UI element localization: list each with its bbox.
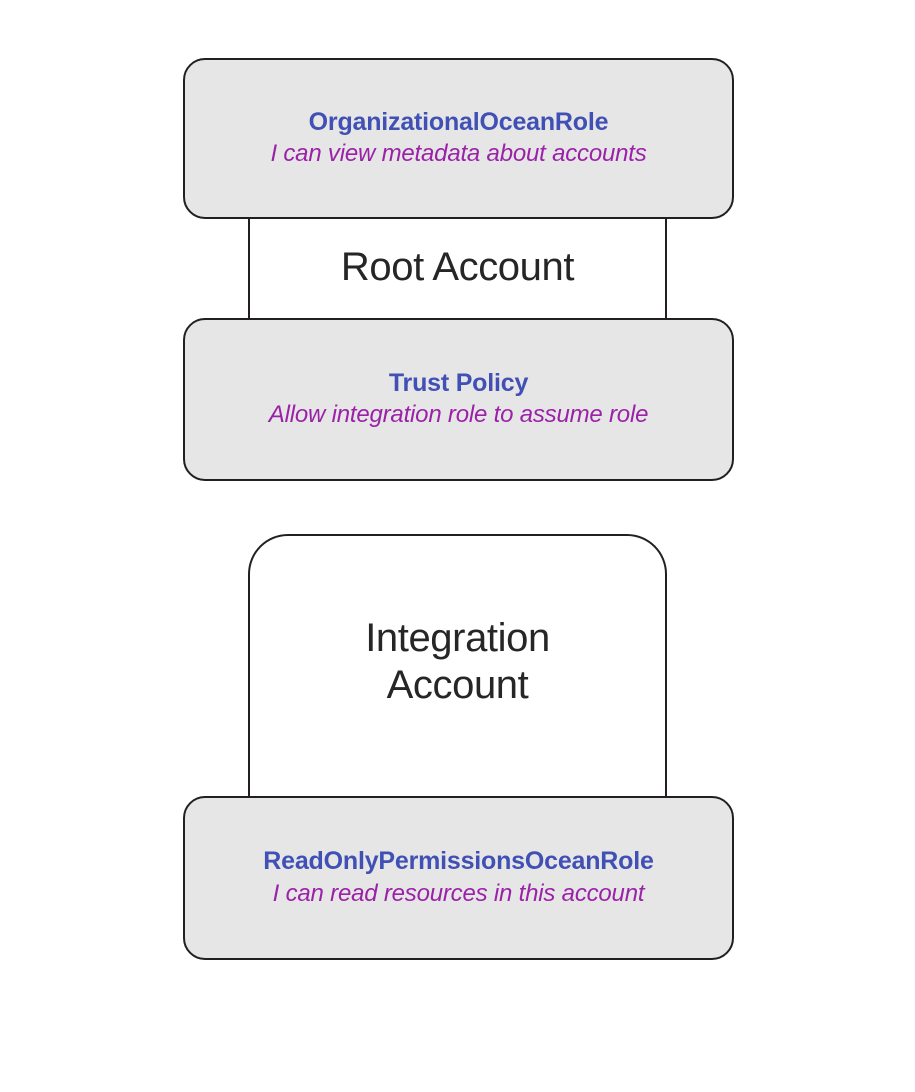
card-title: OrganizationalOceanRole [308,107,609,136]
card-title: Trust Policy [388,368,529,397]
card-subtitle: I can view metadata about accounts [270,140,647,168]
card-readonly-permissions-ocean-role[interactable]: ReadOnlyPermissionsOceanRole I can read … [183,796,734,960]
card-subtitle: Allow integration role to assume role [268,401,649,429]
card-trust-policy[interactable]: Trust Policy Allow integration role to a… [183,318,734,481]
account-container-root: Root Account [248,216,667,320]
card-title: ReadOnlyPermissionsOceanRole [263,847,654,876]
account-label-root: Root Account [340,245,575,290]
card-organizational-ocean-role[interactable]: OrganizationalOceanRole I can view metad… [183,58,734,219]
card-subtitle: I can read resources in this account [272,879,645,907]
account-label-integration: Integration Account [365,615,550,707]
account-container-integration: Integration Account [248,534,667,800]
